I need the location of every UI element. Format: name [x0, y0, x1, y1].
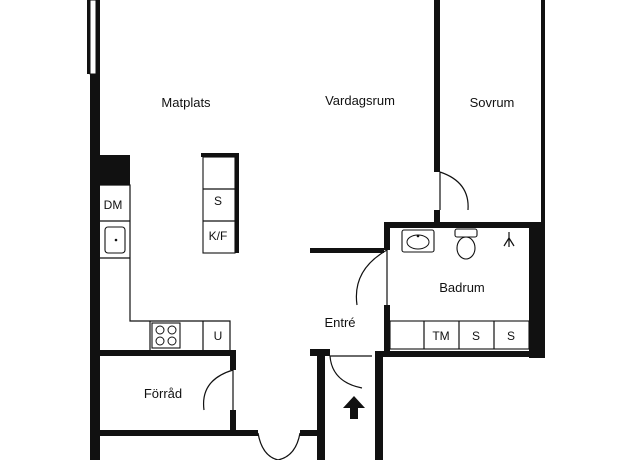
fixture-label-tm: TM [432, 329, 449, 343]
stove-icon [151, 322, 181, 349]
fixture-label-laundry-s1: S [472, 329, 480, 343]
storage-top-wall [96, 350, 236, 356]
bedroom-wall-lower [434, 210, 440, 224]
toilet-icon [454, 228, 478, 260]
bedroom-door [439, 171, 469, 211]
entrance-left-wall [317, 349, 325, 460]
window [89, 0, 97, 75]
room-label-forrad: Förråd [144, 386, 182, 401]
kitchen-sink-icon [104, 226, 126, 254]
walls [87, 0, 545, 460]
fixture-label-oven: U [214, 329, 223, 343]
room-label-badrum: Badrum [439, 280, 485, 295]
entrance-door-leaf-a [329, 355, 372, 389]
right-wall-lower [529, 228, 545, 358]
kitchen-island [201, 153, 239, 254]
bedroom-wall-upper [434, 0, 440, 172]
entrance-right-wall [375, 351, 383, 460]
bathroom-top-wall [384, 222, 545, 228]
storage-bottom-wall [96, 430, 258, 436]
storage-door [202, 369, 234, 411]
double-door [257, 432, 301, 460]
storage-right-wall-lower [230, 410, 236, 432]
corridor-bottom-stub [300, 430, 320, 436]
room-label-sovrum: Sovrum [470, 95, 515, 110]
room-label-entre: Entré [324, 315, 355, 330]
doors [202, 171, 469, 460]
window-frame-outer [87, 0, 90, 74]
kitchen-counter [100, 184, 231, 350]
bathroom-fixtures [389, 228, 530, 350]
bathroom-left-wall-upper [384, 222, 390, 250]
room-labels: Matplats Vardagsrum Sovrum Badrum Entré … [144, 93, 515, 401]
storage-right-wall-upper [230, 350, 236, 370]
sink-icon [401, 229, 435, 253]
room-label-matplats: Matplats [161, 95, 211, 110]
living-partition-wall [310, 248, 384, 253]
fixture-label-island-s: S [214, 194, 222, 208]
counter-outline [100, 184, 231, 350]
bathroom-door [355, 249, 388, 306]
bathroom-left-wall-lower [384, 305, 390, 357]
fixture-label-island-kf: K/F [209, 229, 228, 243]
bathroom-bottom-wall [375, 351, 545, 357]
shower-icon [503, 232, 515, 247]
fixture-label-dishwasher: DM [104, 198, 123, 212]
fixture-labels: DM S K/F U TM S S [104, 194, 515, 343]
chimney [100, 155, 130, 185]
right-wall-upper [541, 0, 545, 228]
left-wall [90, 74, 100, 460]
fixture-label-laundry-s2: S [507, 329, 515, 343]
entrance-arrow-icon [343, 396, 365, 419]
window-frame-inner [96, 0, 100, 74]
room-label-vardagsrum: Vardagsrum [325, 93, 395, 108]
